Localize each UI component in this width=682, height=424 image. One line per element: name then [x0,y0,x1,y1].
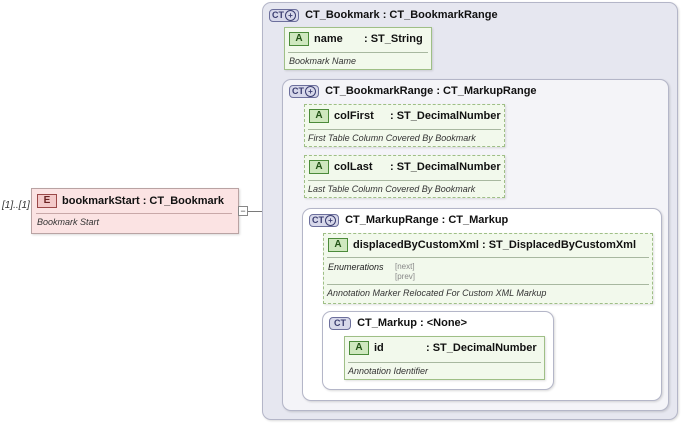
attribute-name-type: : ST_String [364,32,423,45]
attribute-badge: A [328,238,348,252]
attribute-id-doc: Annotation Identifier [348,366,429,376]
expand-plus-icon: + [325,215,336,226]
attribute-colfirst-label: colFirst [334,109,374,122]
expand-plus-icon: + [285,10,296,21]
ct-bookmark-title: CT_Bookmark : CT_BookmarkRange [305,9,498,22]
attribute-badge: A [289,32,309,46]
attribute-colfirst-type: : ST_DecimalNumber [390,109,501,122]
enum-next-link[interactable]: [next] [395,262,415,271]
attribute-collast-label: colLast [334,160,373,173]
attribute-id-type: : ST_DecimalNumber [426,341,537,354]
ct-markup-header: CT CT_Markup : <None> [329,317,467,330]
attribute-displaced-doc: Annotation Marker Relocated For Custom X… [327,288,547,298]
element-doc: Bookmark Start [37,217,100,227]
ct-badge: CT [329,317,351,330]
collapse-toggle-button[interactable]: − [238,206,248,216]
enumerations-label: Enumerations [328,262,384,272]
attribute-displaced-type: : ST_DisplacedByCustomXml [481,238,637,251]
ct-bookmarkrange-title: CT_BookmarkRange : CT_MarkupRange [325,85,537,98]
minus-icon: − [240,206,246,216]
ct-markup-title: CT_Markup : <None> [357,317,468,330]
attribute-collast-doc: Last Table Column Covered By Bookmark [308,184,476,194]
attribute-badge: A [309,160,329,174]
ct-bookmarkrange-header: CT+ CT_BookmarkRange : CT_MarkupRange [289,85,537,98]
ct-badge: CT+ [269,9,299,22]
expand-plus-icon: + [305,86,316,97]
connector-element-out [239,211,270,212]
ct-badge: CT+ [289,85,319,98]
attribute-id-label: id [374,341,384,354]
ct-badge: CT+ [309,214,339,227]
attribute-badge: A [349,341,369,355]
element-type: CT_Bookmark [149,194,224,207]
element-name: bookmarkStart [62,194,140,207]
element-badge: E [37,194,57,208]
ct-markuprange-header: CT+ CT_MarkupRange : CT_Markup [309,214,508,227]
ct-markuprange-title: CT_MarkupRange : CT_Markup [345,214,509,227]
cardinality-label: [1]..[1] [2,200,30,211]
attribute-displaced-label: displacedByCustomXml [353,238,479,251]
attribute-colfirst-doc: First Table Column Covered By Bookmark [308,133,476,143]
ct-bookmark-header: CT+ CT_Bookmark : CT_BookmarkRange [269,9,498,22]
attribute-name-doc: Bookmark Name [289,56,357,66]
attribute-collast-type: : ST_DecimalNumber [390,160,501,173]
enum-prev-link[interactable]: [prev] [395,272,416,281]
attribute-name-label: name [314,32,343,45]
attribute-badge: A [309,109,329,123]
